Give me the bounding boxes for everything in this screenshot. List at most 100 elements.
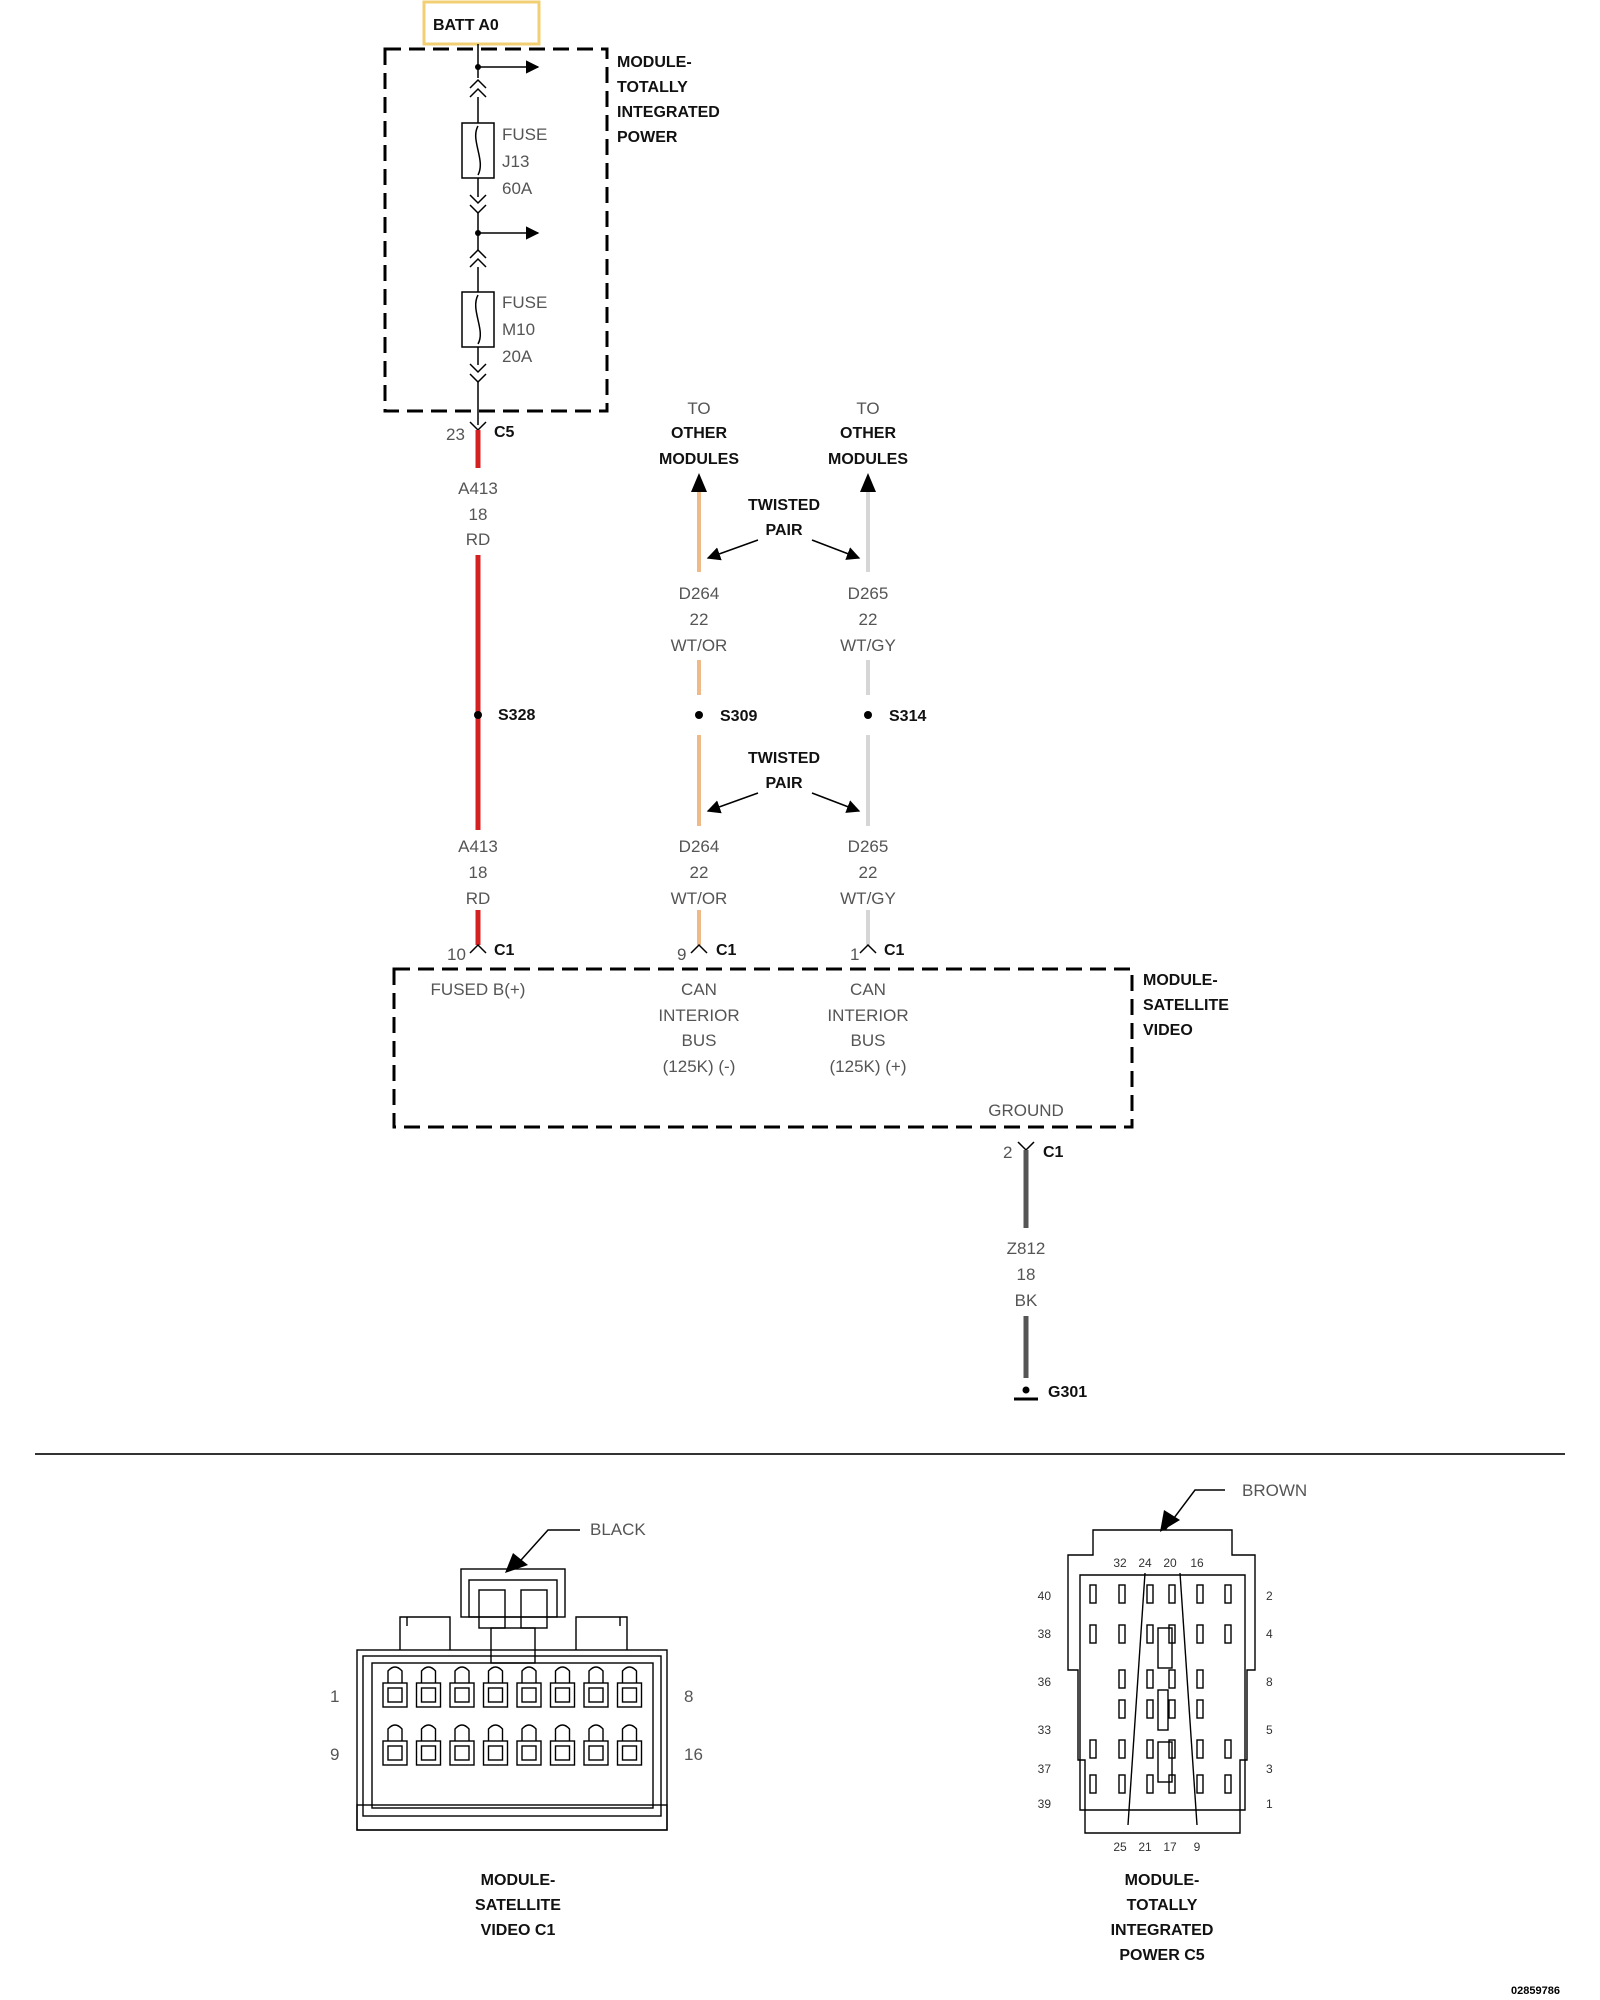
c5-slot xyxy=(1146,1739,1154,1759)
c1-pin-1: 1 xyxy=(850,945,859,964)
svg-text:MODULE-: MODULE- xyxy=(1143,972,1218,989)
c5-slot xyxy=(1168,1584,1176,1604)
c5-slot xyxy=(1168,1669,1176,1689)
c1-pin-cavity xyxy=(616,1666,643,1708)
c5-slot xyxy=(1118,1739,1126,1759)
c5-slot xyxy=(1118,1624,1126,1644)
svm-can-minus-label: CAN INTERIOR BUS (125K) (-) xyxy=(658,980,739,1076)
c5-pin-label: 3 xyxy=(1266,1762,1273,1776)
c5-slot xyxy=(1118,1584,1126,1604)
c5-slot xyxy=(1146,1669,1154,1689)
c5-pin-label: 36 xyxy=(1038,1675,1052,1689)
wire-d264-bottom-label: D264 22 WT/OR xyxy=(671,837,728,908)
c1-pin-label-1: 1 xyxy=(330,1687,339,1706)
c5-pin-label: 25 xyxy=(1113,1840,1127,1854)
c1-pin-cavity xyxy=(449,1724,475,1766)
c1-pin-cavity xyxy=(616,1724,643,1766)
splice-s314-label: S314 xyxy=(889,708,926,725)
svg-text:WT/GY: WT/GY xyxy=(840,889,896,908)
c1-pin-label-16: 16 xyxy=(684,1745,703,1764)
svg-text:POWER C5: POWER C5 xyxy=(1119,1947,1204,1964)
c5-key-slot xyxy=(1157,1741,1173,1783)
c5-pin-label: 2 xyxy=(1266,1589,1273,1603)
svg-text:PAIR: PAIR xyxy=(765,522,802,539)
c5-pin-label: 33 xyxy=(1038,1723,1052,1737)
svg-text:BUS: BUS xyxy=(682,1031,717,1050)
c1-pin-label-9: 9 xyxy=(330,1745,339,1764)
c1-pin-10: 10 xyxy=(447,945,466,964)
wire-d265-top-label: D265 22 WT/GY xyxy=(840,584,896,655)
connector-c5-caption: MODULE- TOTALLY INTEGRATED POWER C5 xyxy=(1111,1872,1214,1964)
svm-can-plus-label: CAN INTERIOR BUS (125K) (+) xyxy=(827,980,908,1076)
c5-slot xyxy=(1196,1669,1204,1689)
c1-pin-9: 9 xyxy=(677,945,686,964)
svg-text:MODULE-: MODULE- xyxy=(617,54,692,71)
c5-slot xyxy=(1118,1669,1126,1689)
splice-s328-dot xyxy=(474,711,482,719)
svg-text:INTERIOR: INTERIOR xyxy=(658,1006,739,1025)
c5-slot xyxy=(1196,1584,1204,1604)
svg-text:TOTALLY: TOTALLY xyxy=(1127,1897,1198,1914)
c5-slot xyxy=(1168,1699,1176,1719)
fuse-m10-label: FUSE M10 20A xyxy=(502,293,547,366)
svg-text:18: 18 xyxy=(469,505,488,524)
svg-text:FUSE: FUSE xyxy=(502,125,547,144)
splice-s309-dot xyxy=(695,711,703,719)
svg-text:D265: D265 xyxy=(848,837,889,856)
svg-text:RD: RD xyxy=(466,889,491,908)
brown-leader-line xyxy=(1164,1489,1225,1531)
c5-pin-label: 17 xyxy=(1163,1840,1177,1854)
c5-slot xyxy=(1146,1584,1154,1604)
svg-text:RD: RD xyxy=(466,530,491,549)
wire-z812-label: Z812 18 BK xyxy=(1007,1239,1046,1310)
c5-slot xyxy=(1089,1774,1097,1794)
svm-module-box xyxy=(392,967,1134,1129)
svg-text:D265: D265 xyxy=(848,584,889,603)
c5-slot xyxy=(1196,1699,1204,1719)
svg-text:TO: TO xyxy=(856,399,879,418)
svg-text:MODULES: MODULES xyxy=(828,451,908,468)
svg-text:D264: D264 xyxy=(679,837,720,856)
wire-a413-bottom-label: A413 18 RD xyxy=(458,837,498,908)
svg-text:22: 22 xyxy=(690,863,709,882)
svg-text:22: 22 xyxy=(690,610,709,629)
c1-pin-cavity xyxy=(415,1724,442,1766)
twisted-top-arrow-left xyxy=(706,539,759,561)
c5-pin-label: 1 xyxy=(1266,1797,1273,1811)
c1-pin-cavity xyxy=(516,1724,542,1766)
tip-internal-wiring xyxy=(461,44,540,425)
svg-text:INTEGRATED: INTEGRATED xyxy=(617,104,720,121)
c1-name-2: C1 xyxy=(716,942,737,959)
c5-slot xyxy=(1224,1774,1232,1794)
svg-text:INTERIOR: INTERIOR xyxy=(827,1006,908,1025)
svg-text:SATELLITE: SATELLITE xyxy=(475,1897,561,1914)
c5-slot xyxy=(1146,1774,1154,1794)
svg-text:MODULE-: MODULE- xyxy=(1125,1872,1200,1889)
c1-pin-cavity xyxy=(583,1666,609,1708)
c5-pin-label: 20 xyxy=(1163,1556,1177,1570)
connector-c5-slot-grid xyxy=(1089,1584,1232,1794)
svg-text:SATELLITE: SATELLITE xyxy=(1143,997,1229,1014)
twisted-bottom-arrow-right xyxy=(811,792,861,813)
c5-name: C5 xyxy=(494,424,515,441)
c5-slot xyxy=(1196,1774,1204,1794)
c5-pin-label: 9 xyxy=(1194,1840,1201,1854)
svg-text:60A: 60A xyxy=(502,179,533,198)
black-leader-arrow xyxy=(505,1553,528,1573)
svg-text:BUS: BUS xyxy=(851,1031,886,1050)
splice-s328-label: S328 xyxy=(498,707,535,724)
svg-text:(125K) (+): (125K) (+) xyxy=(830,1057,907,1076)
svg-text:(125K) (-): (125K) (-) xyxy=(663,1057,736,1076)
svg-text:WT/GY: WT/GY xyxy=(840,636,896,655)
c1-pin-cavity xyxy=(583,1724,609,1766)
svg-text:A413: A413 xyxy=(458,479,498,498)
svg-text:M10: M10 xyxy=(502,320,535,339)
c1-pin-cavity xyxy=(482,1666,509,1708)
document-number: 02859786 xyxy=(1511,1985,1560,1997)
c5-slot xyxy=(1146,1699,1154,1719)
svg-text:POWER: POWER xyxy=(617,129,678,146)
svg-text:D264: D264 xyxy=(679,584,720,603)
svg-text:TWISTED: TWISTED xyxy=(748,750,820,767)
